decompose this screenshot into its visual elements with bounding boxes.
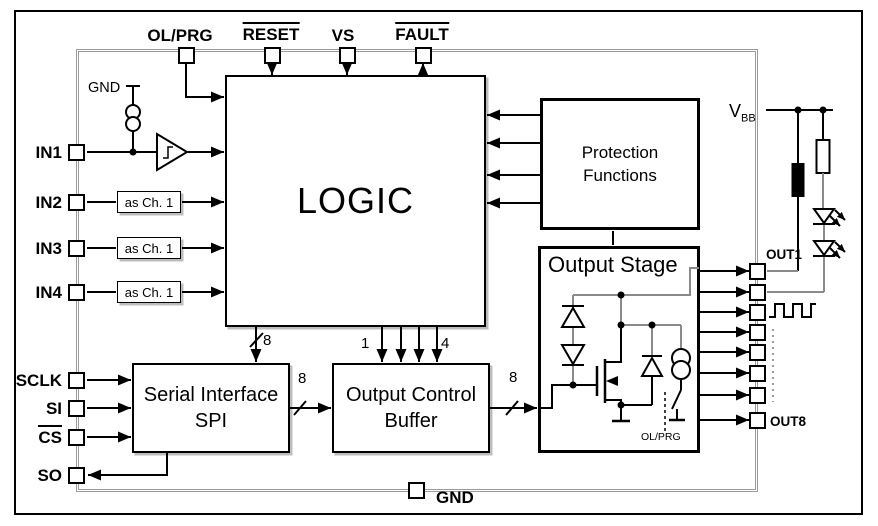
in3-channel-ref-label: as Ch. 1 <box>124 240 174 256</box>
label-reset: RESET <box>242 22 300 44</box>
ocb-label-line2: Buffer <box>384 410 438 432</box>
spi-block: Serial Interface SPI <box>132 363 290 453</box>
bus-width-spi-ocb: 8 <box>298 370 307 387</box>
label-fault-text: FAULT <box>395 22 449 44</box>
label-ol-prg: OL/PRG <box>147 26 212 45</box>
label-out8: OUT8 <box>770 414 807 429</box>
in2-channel-ref-box: as Ch. 1 <box>117 191 181 213</box>
pin-cs <box>68 429 85 446</box>
label-reset-text: RESET <box>242 22 300 44</box>
logic-block: LOGIC <box>225 75 486 327</box>
label-ol-prg-text: OL/PRG <box>147 26 213 45</box>
label-in2: IN2 <box>35 193 62 212</box>
pin-out8 <box>749 412 766 429</box>
pin-in3 <box>68 240 85 257</box>
label-vs-text: VS <box>331 26 355 45</box>
pin-si <box>68 400 85 417</box>
pin-out7 <box>749 387 766 404</box>
pin-ol-prg <box>178 47 195 64</box>
label-gnd-bottom: GND <box>436 488 474 507</box>
label-vbb: VBB <box>729 101 756 125</box>
pin-vs <box>339 47 356 64</box>
in2-channel-ref-label: as Ch. 1 <box>124 194 174 210</box>
pin-in1 <box>68 144 85 161</box>
label-out1: OUT1 <box>766 247 803 262</box>
bus-width-ocb-os: 8 <box>509 369 518 386</box>
bus-width-logic-spi: 8 <box>263 332 272 349</box>
label-ol-prg-switch: OL/PRG <box>641 431 681 443</box>
pin-so <box>68 467 85 484</box>
pin-out5 <box>749 344 766 361</box>
label-vs: VS <box>332 26 355 45</box>
label-vbb-sub: BB <box>741 112 756 125</box>
diagram-frame <box>14 10 863 515</box>
output-control-buffer-block: Output Control Buffer <box>332 363 490 453</box>
pin-in4 <box>68 284 85 301</box>
bus-index-four: 4 <box>441 335 450 352</box>
label-cs-text: CS <box>38 425 62 447</box>
pin-out2 <box>749 284 766 301</box>
protection-functions-block: Protection Functions <box>540 98 700 230</box>
in3-channel-ref-box: as Ch. 1 <box>117 237 181 259</box>
pin-out6 <box>749 365 766 382</box>
pin-sclk <box>68 372 85 389</box>
pin-out1 <box>749 263 766 280</box>
output-stage-block: Output Stage <box>538 246 700 453</box>
label-cs: CS <box>10 425 62 447</box>
in4-channel-ref-label: as Ch. 1 <box>124 284 174 300</box>
pin-reset <box>264 47 281 64</box>
label-gnd-internal: GND <box>88 80 121 96</box>
label-in1: IN1 <box>35 143 62 162</box>
label-vbb-v: V <box>729 101 742 121</box>
label-so: SO <box>37 466 62 485</box>
pin-in2 <box>68 194 85 211</box>
logic-block-label: LOGIC <box>296 180 415 221</box>
ocb-label-line1: Output Control <box>345 384 477 406</box>
in4-channel-ref-box: as Ch. 1 <box>117 281 181 303</box>
label-fault: FAULT <box>395 22 449 44</box>
spi-label-line2: SPI <box>194 410 228 432</box>
output-stage-label: Output Stage <box>548 252 678 277</box>
protection-label-line2: Functions <box>583 166 657 185</box>
pin-gnd <box>408 482 425 499</box>
label-in3: IN3 <box>35 239 62 258</box>
label-si: SI <box>45 399 62 418</box>
pin-out4 <box>749 324 766 341</box>
spi-label-line1: Serial Interface <box>143 384 279 406</box>
label-in4: IN4 <box>35 283 62 302</box>
protection-label-line1: Protection <box>581 143 659 162</box>
pin-out3 <box>749 304 766 321</box>
pin-fault <box>415 47 432 64</box>
label-sclk: SCLK <box>15 371 62 390</box>
bus-index-one: 1 <box>361 335 370 352</box>
